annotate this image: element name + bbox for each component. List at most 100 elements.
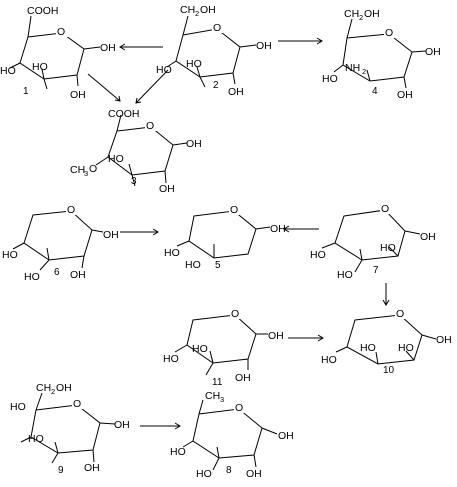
group-subscript: 2 [195,9,199,18]
group-label: OH [70,89,86,101]
group-label: OH [235,372,251,384]
group-label: HO [360,342,376,354]
group-label: HO [28,433,44,445]
group-subscript: 2 [51,387,55,396]
arrow-11-to-10 [288,334,324,342]
ring-oxygen-label: O [396,308,404,320]
group-label: HO [186,58,202,70]
group-label: HO [163,353,179,365]
compound-number: 9 [58,465,64,476]
group-label: CH [344,8,359,20]
compound-number: 6 [54,267,60,278]
compound-7: O HO HO HO OH 7 [310,202,436,281]
arrow-7-to-5 [283,225,319,233]
group-label: OH [100,42,116,54]
compound-4: O CH 2 OH HO NH 2 OH OH 4 [322,8,441,101]
compound-3: O COOH CH 3 O HO OH OH 3 [70,108,202,195]
compound-1: O COOH HO HO OH OH 1 [0,5,116,101]
arrow-2-to-4 [278,37,323,45]
group-label: HO [0,65,16,77]
group-label: NH [345,62,360,74]
group-label: HO [321,354,337,366]
group-label: OH [56,382,72,394]
group-subscript: 3 [84,169,88,178]
compound-5: O HO HO OH 5 [164,203,286,271]
group-label: HO [156,64,172,76]
group-subscript: 2 [362,67,366,76]
group-label: OH [103,229,119,241]
compound-8: O CH 3 HO HO OH OH 8 [170,390,294,480]
group-label: OH [397,89,413,101]
group-label: OH [420,231,436,243]
group-label: CH [205,390,220,402]
group-label: HO [185,259,201,271]
group-label: OH [364,8,380,20]
group-label: OH [246,468,262,480]
ring-oxygen-label: O [213,22,221,34]
group-label: CH [180,4,195,16]
compound-9: O CH 2 OH HO HO OH OH 9 [10,382,130,476]
group-label: HO [398,342,414,354]
arrow-1-to-3 [87,73,121,102]
group-label: HO [337,269,353,281]
group-label: HO [2,249,18,261]
ring-oxygen-label: O [57,26,65,38]
ring-oxygen-label: O [231,308,239,320]
ring-oxygen-label: O [385,27,393,39]
ring-oxygen-label: O [67,204,75,216]
group-label: HO [322,73,338,85]
compound-number: 8 [226,465,232,476]
compound-number: 10 [383,365,395,376]
group-label: OH [270,223,286,235]
ring-oxygen-label: O [73,398,81,410]
group-label: HO [108,153,124,165]
group-label: OH [436,334,452,346]
ring-oxygen-label: O [235,402,243,414]
group-label: OH [200,4,216,16]
arrow-2-to-3 [135,69,169,104]
group-label: CH [36,382,51,394]
group-label: HO [32,61,48,73]
group-label: HO [170,446,186,458]
arrow-9-to-8 [140,422,181,430]
group-label: HO [24,271,40,283]
group-label: O [89,163,97,175]
group-label: HO [310,249,326,261]
compound-6: O HO HO OH OH 6 [2,203,119,283]
group-subscript: 2 [359,13,363,22]
group-label: CH [70,164,85,176]
group-label: HO [10,401,26,413]
group-label: HO [164,247,180,259]
compound-11: O HO HO OH OH 11 [163,307,284,388]
reaction-arrows [87,37,390,430]
group-label: OH [228,86,244,98]
ring-oxygen-label: O [146,120,154,132]
arrow-6-to-5 [120,228,159,236]
compound-number: 4 [372,86,378,97]
group-label: OH [114,419,130,431]
group-label: OH [84,462,100,474]
group-label: COOH [27,5,59,17]
group-label: HO [196,468,212,480]
group-label: OH [186,138,202,150]
arrow-2-to-1 [119,43,163,51]
group-label: OH [70,269,86,281]
ring-oxygen-label: O [381,203,389,215]
compound-number: 11 [212,377,223,388]
group-label: OH [425,46,441,58]
compound-10: O HO HO HO OH 10 [321,307,452,376]
group-subscript: 3 [220,395,224,404]
compound-number: 3 [131,176,137,187]
compound-number: 5 [215,260,221,271]
group-label: OH [159,183,175,195]
group-label: HO [192,343,208,355]
group-label: OH [268,330,284,342]
compound-number: 1 [23,86,29,97]
group-label: COOH [108,108,140,120]
group-label: HO [380,242,396,254]
arrow-7-to-10 [382,283,390,306]
compound-2: O CH 2 OH HO HO OH OH 2 [156,4,272,98]
ring-oxygen-label: O [230,204,238,216]
